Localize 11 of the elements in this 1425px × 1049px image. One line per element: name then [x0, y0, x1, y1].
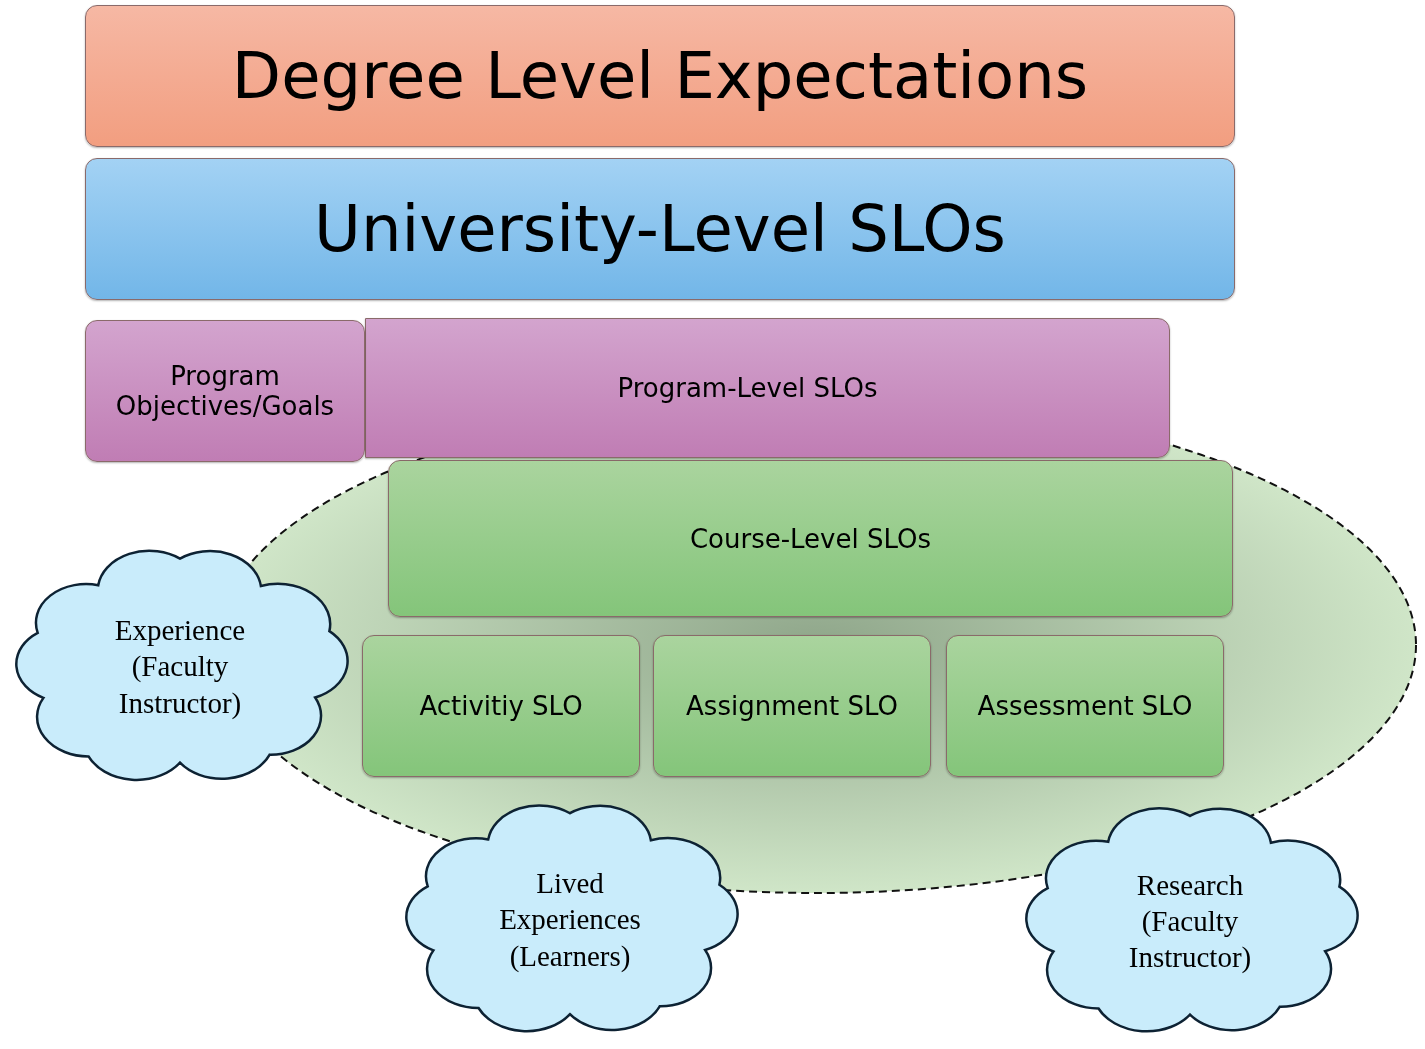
- cloud-label: Lived Experiences (Learners): [498, 865, 642, 974]
- tier-box: Program Objectives/Goals: [85, 320, 365, 462]
- cloud-label: Experience (Faculty Instructor): [113, 612, 247, 721]
- tier-box: Activitiy SLO: [362, 635, 640, 777]
- tier-banner: University-Level SLOs: [85, 158, 1235, 300]
- tier-box: Assessment SLO: [946, 635, 1224, 777]
- cloud-label: Research (Faculty Instructor): [1127, 867, 1253, 975]
- tier-box: Assignment SLO: [653, 635, 931, 777]
- tier-banner: Degree Level Expectations: [85, 5, 1235, 147]
- tier-box: Program-Level SLOs: [365, 318, 1170, 458]
- tier-box: Course-Level SLOs: [388, 460, 1233, 617]
